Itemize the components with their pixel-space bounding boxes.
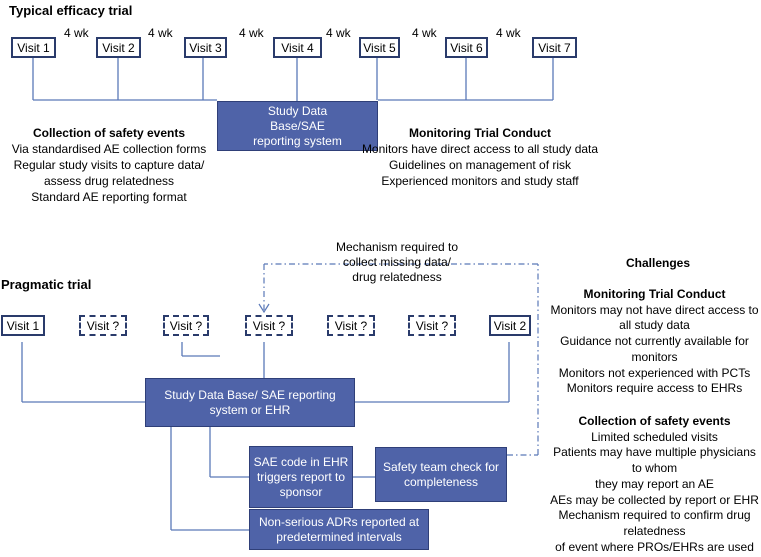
efficacy-monitoring-title: Monitoring Trial Conduct: [409, 126, 551, 140]
challenges-collection-line: AEs may be collected by report or EHR: [550, 492, 759, 507]
challenges-collection-block: Collection of safety events Limited sche…: [548, 414, 761, 555]
pragmatic-study-database-box: Study Data Base/ SAE reporting system or…: [145, 378, 355, 427]
pragmatic-visit-unknown: Visit ?: [79, 315, 127, 336]
pragmatic-database-line-1: Study Data Base/ SAE reporting: [164, 387, 336, 402]
efficacy-database-line-3: reporting system: [253, 133, 342, 148]
efficacy-monitoring-line: Guidelines on management of risk: [388, 158, 572, 172]
interval-label-6: 4 wk: [496, 26, 521, 40]
mechanism-note-line: drug relatedness: [352, 270, 442, 284]
pragmatic-visit-unknown: Visit ?: [408, 315, 456, 336]
mechanism-note: Mechanism required to collect missing da…: [312, 240, 482, 285]
pragmatic-visit-unknown: Visit ?: [327, 315, 375, 336]
efficacy-collection-line: Via standardised AE collection forms: [11, 142, 207, 156]
pragmatic-database-line-2: system or EHR: [209, 402, 291, 417]
challenges-collection-line: Mechanism required to confirm drug: [558, 508, 751, 523]
efficacy-database-line-1: Study Data: [267, 103, 328, 118]
safety-box-line: Safety team check for: [382, 459, 500, 474]
challenges-collection-line: Limited scheduled visits: [591, 429, 718, 444]
challenges-collection-line: Patients may have multiple physicians: [553, 445, 756, 460]
interval-label-2: 4 wk: [148, 26, 173, 40]
efficacy-monitoring-line: Monitors have direct access to all study…: [361, 142, 599, 156]
pragmatic-visit-1: Visit 1: [1, 315, 45, 336]
efficacy-collection-block: Collection of safety events Via standard…: [0, 125, 218, 205]
efficacy-collection-line: assess drug relatedness: [43, 174, 175, 188]
efficacy-collection-line: Regular study visits to capture data/: [13, 158, 205, 172]
safety-team-check-box: Safety team check for completeness: [375, 447, 507, 502]
efficacy-visit-6: Visit 6: [445, 37, 488, 58]
challenges-monitoring-line: Monitors require access to EHRs: [566, 381, 743, 396]
challenges-monitoring-title: Monitoring Trial Conduct: [583, 287, 726, 301]
challenges-collection-title: Collection of safety events: [578, 414, 731, 428]
adr-box-line: Non-serious ADRs reported at: [258, 514, 420, 529]
efficacy-study-database-box: Study Data Base/SAE reporting system: [217, 101, 378, 151]
efficacy-visit-3: Visit 3: [184, 37, 227, 58]
efficacy-monitoring-block: Monitoring Trial Conduct Monitors have d…: [330, 125, 630, 189]
challenges-monitoring-block: Monitoring Trial Conduct Monitors may no…: [548, 287, 761, 397]
efficacy-trial-title: Typical efficacy trial: [9, 3, 133, 18]
challenges-collection-line: they may report an AE: [595, 476, 714, 491]
efficacy-database-line-2: Base/SAE: [270, 118, 325, 133]
sae-code-ehr-box: SAE code in EHR triggers report to spons…: [249, 446, 353, 508]
challenges-monitoring-line: Monitors not experienced with PCTs: [558, 365, 751, 380]
sae-box-line: SAE code in EHR: [253, 454, 349, 469]
non-serious-adr-box: Non-serious ADRs reported at predetermin…: [249, 509, 429, 550]
pragmatic-visit-unknown: Visit ?: [163, 315, 209, 336]
efficacy-monitoring-line: Experienced monitors and study staff: [381, 174, 579, 188]
efficacy-visit-2: Visit 2: [96, 37, 141, 58]
challenges-collection-line: to whom: [631, 461, 678, 476]
challenges-title: Challenges: [626, 256, 691, 270]
challenges-monitoring-line: monitors: [631, 349, 678, 364]
efficacy-collection-line: Standard AE reporting format: [31, 190, 187, 204]
mechanism-note-line: Mechanism required to: [335, 240, 459, 254]
interval-label-1: 4 wk: [64, 26, 89, 40]
pragmatic-trial-title: Pragmatic trial: [1, 277, 92, 292]
interval-label-4: 4 wk: [326, 26, 351, 40]
challenges-monitoring-line: Guidance not currently available for: [560, 334, 749, 349]
mechanism-note-line: collect missing data/: [342, 255, 452, 269]
safety-box-line: completeness: [403, 474, 479, 489]
interval-label-3: 4 wk: [239, 26, 264, 40]
pragmatic-visit-unknown: Visit ?: [245, 315, 293, 336]
pragmatic-visit-2: Visit 2: [489, 315, 531, 336]
efficacy-visit-1: Visit 1: [11, 37, 56, 58]
efficacy-collection-title: Collection of safety events: [32, 126, 186, 140]
interval-label-5: 4 wk: [412, 26, 437, 40]
efficacy-visit-7: Visit 7: [532, 37, 577, 58]
sae-box-line: sponsor: [279, 484, 323, 499]
efficacy-visit-5: Visit 5: [359, 37, 400, 58]
adr-box-line: predetermined intervals: [276, 529, 402, 544]
challenges-collection-line: relatedness: [623, 523, 686, 538]
challenges-monitoring-line: Monitors may not have direct access to: [550, 302, 759, 317]
challenges-monitoring-line: all study data: [619, 318, 690, 333]
sae-box-line: triggers report to: [256, 469, 346, 484]
efficacy-visit-4: Visit 4: [273, 37, 322, 58]
challenges-collection-line: of event where PROs/EHRs are used: [555, 539, 754, 554]
